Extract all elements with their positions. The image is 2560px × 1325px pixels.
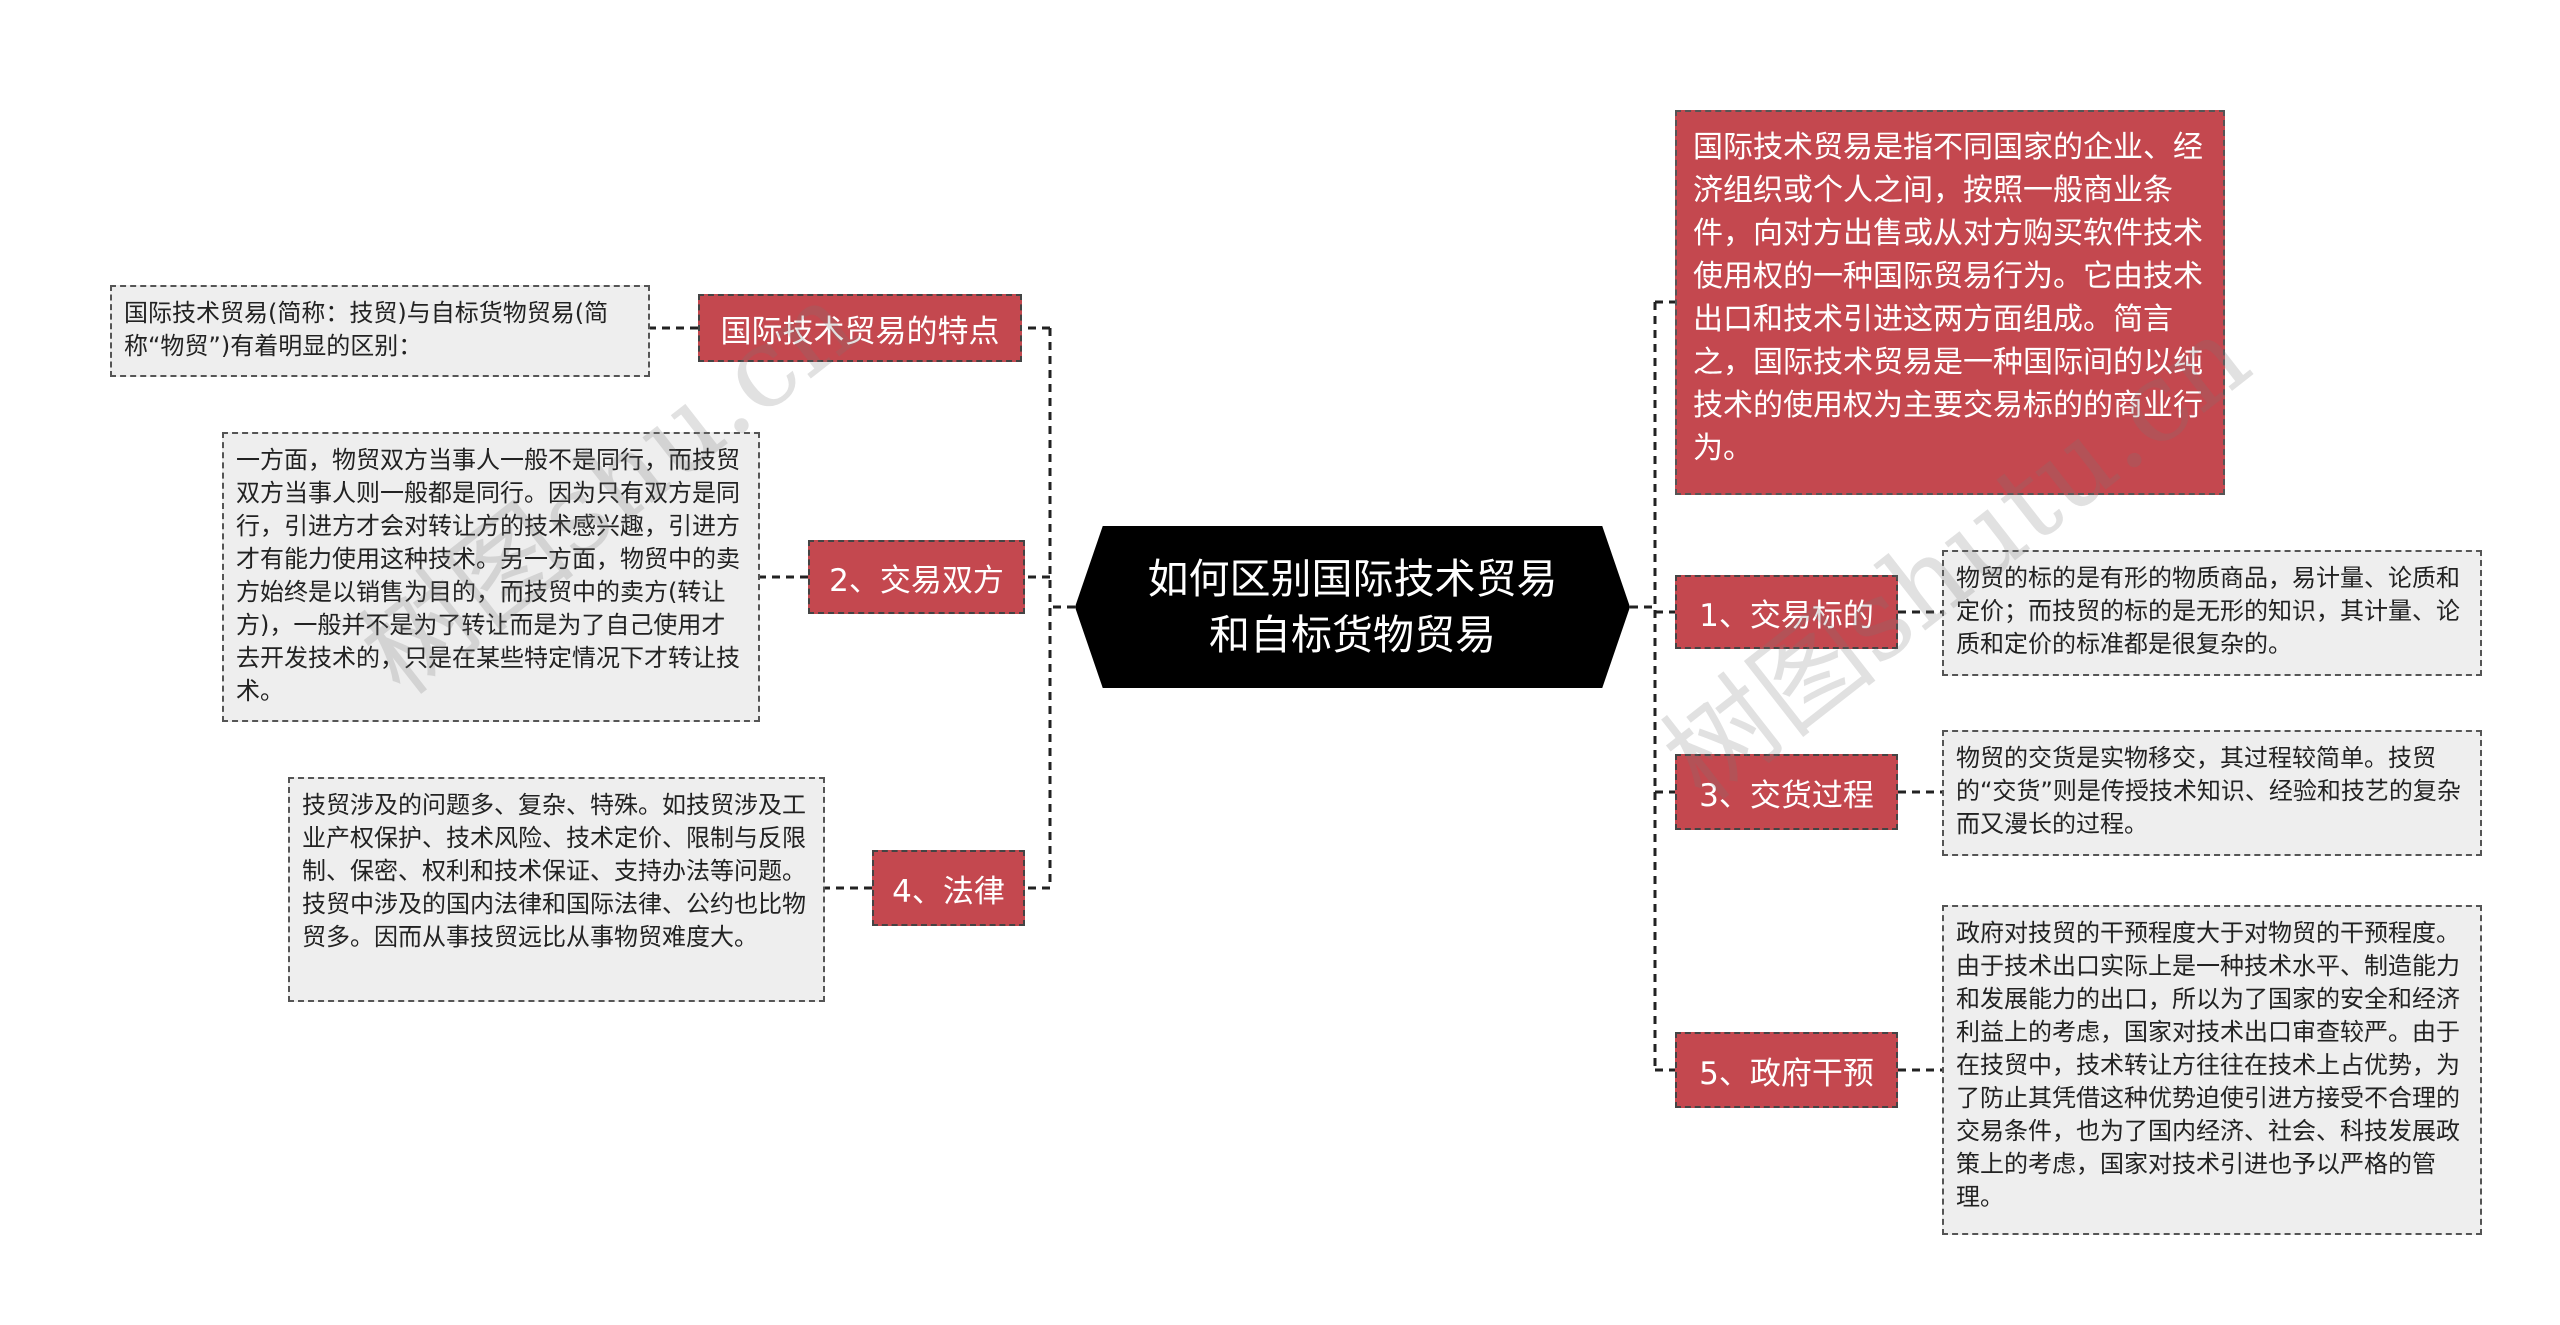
branch-delivery-process[interactable]: 3、交货过程 bbox=[1675, 754, 1898, 830]
branch-trading-parties-label: 2、交易双方 bbox=[829, 562, 1004, 599]
definition-tech-trade[interactable]: 国际技术贸易是指不同国家的企业、经济组织或个人之间，按照一般商业条件，向对方出售… bbox=[1675, 110, 2225, 495]
branch-law-label: 4、法律 bbox=[892, 873, 1005, 910]
branch-trade-object[interactable]: 1、交易标的 bbox=[1675, 575, 1898, 649]
note-trade-object-text: 物贸的标的是有形的物质商品，易计量、论质和定价；而技贸的标的是无形的知识，其计量… bbox=[1956, 564, 2460, 658]
note-tech-trade-features-text: 国际技术贸易(简称：技贸)与自标货物贸易(简称“物贸”)有着明显的区别： bbox=[124, 299, 609, 360]
note-trade-object[interactable]: 物贸的标的是有形的物质商品，易计量、论质和定价；而技贸的标的是无形的知识，其计量… bbox=[1942, 550, 2482, 676]
central-topic[interactable]: 如何区别国际技术贸易和自标货物贸易 bbox=[1075, 526, 1630, 688]
branch-delivery-process-label: 3、交货过程 bbox=[1699, 777, 1874, 814]
note-government-intervention[interactable]: 政府对技贸的干预程度大于对物贸的干预程度。由于技术出口实际上是一种技术水平、制造… bbox=[1942, 905, 2482, 1235]
note-government-intervention-text: 政府对技贸的干预程度大于对物贸的干预程度。由于技术出口实际上是一种技术水平、制造… bbox=[1956, 919, 2460, 1211]
branch-government-intervention-label: 5、政府干预 bbox=[1699, 1055, 1874, 1092]
central-topic-text: 如何区别国际技术贸易和自标货物贸易 bbox=[1147, 555, 1558, 659]
note-law[interactable]: 技贸涉及的问题多、复杂、特殊。如技贸涉及工业产权保护、技术风险、技术定价、限制与… bbox=[288, 777, 825, 1002]
definition-tech-trade-text: 国际技术贸易是指不同国家的企业、经济组织或个人之间，按照一般商业条件，向对方出售… bbox=[1693, 130, 2203, 466]
note-tech-trade-features[interactable]: 国际技术贸易(简称：技贸)与自标货物贸易(简称“物贸”)有着明显的区别： bbox=[110, 285, 650, 377]
connector-left-trunk bbox=[1048, 328, 1075, 888]
note-trading-parties[interactable]: 一方面，物贸双方当事人一般不是同行，而技贸双方当事人则一般都是同行。因为只有双方… bbox=[222, 432, 760, 722]
note-delivery-process-text: 物贸的交货是实物移交，其过程较简单。技贸的“交货”则是传授技术知识、经验和技艺的… bbox=[1956, 744, 2461, 838]
branch-government-intervention[interactable]: 5、政府干预 bbox=[1675, 1032, 1898, 1108]
branch-law[interactable]: 4、法律 bbox=[872, 850, 1025, 926]
note-delivery-process[interactable]: 物贸的交货是实物移交，其过程较简单。技贸的“交货”则是传授技术知识、经验和技艺的… bbox=[1942, 730, 2482, 856]
branch-trading-parties[interactable]: 2、交易双方 bbox=[808, 540, 1025, 614]
note-trading-parties-text: 一方面，物贸双方当事人一般不是同行，而技贸双方当事人则一般都是同行。因为只有双方… bbox=[236, 446, 740, 705]
branch-tech-trade-features-label: 国际技术贸易的特点 bbox=[720, 313, 1000, 350]
note-law-text: 技贸涉及的问题多、复杂、特殊。如技贸涉及工业产权保护、技术风险、技术定价、限制与… bbox=[302, 791, 806, 951]
connector-right-trunk bbox=[1630, 302, 1657, 1070]
branch-trade-object-label: 1、交易标的 bbox=[1699, 597, 1874, 634]
branch-tech-trade-features[interactable]: 国际技术贸易的特点 bbox=[698, 294, 1022, 362]
